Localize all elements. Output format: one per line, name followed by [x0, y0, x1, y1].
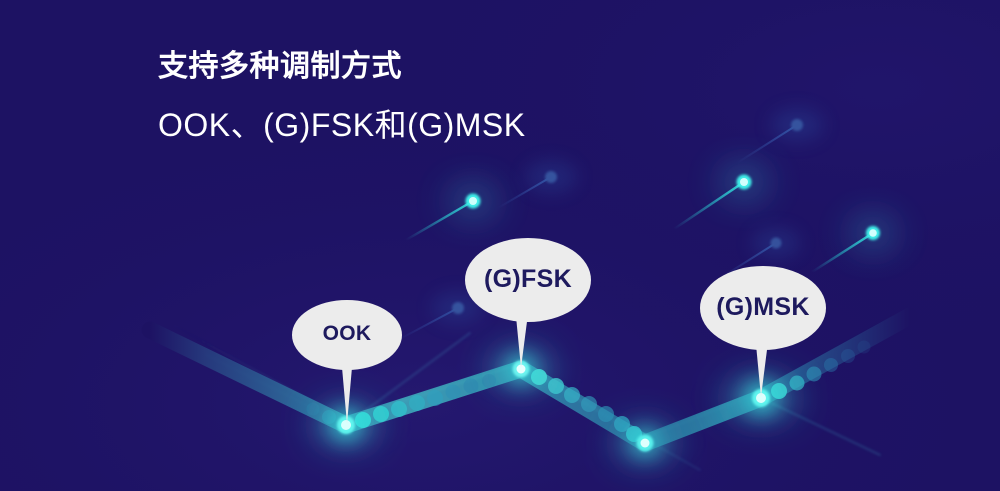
callout-label-gfsk: (G)FSK: [484, 264, 572, 293]
glow-node-gfsk: [477, 340, 565, 398]
waveform-glow-nodes: [300, 340, 813, 471]
comet-streaks: [397, 109, 907, 341]
bubble-tail-ook: [341, 356, 353, 424]
comet-streak-5: [810, 212, 907, 274]
callout-bubble-gfsk[interactable]: (G)FSK: [465, 238, 591, 322]
callout-bubble-ook[interactable]: OOK: [292, 300, 402, 370]
callout-label-gmsk: (G)MSK: [716, 292, 810, 321]
comet-streak-4: [736, 109, 823, 164]
callout-bubble-gmsk[interactable]: (G)MSK: [700, 266, 826, 350]
comet-streak-3: [672, 160, 780, 231]
comet-streak-1: [404, 179, 509, 242]
comet-streak-7: [397, 292, 484, 341]
page-title: 支持多种调制方式: [158, 50, 402, 83]
page-subtitle: OOK、(G)FSK和(G)MSK: [158, 107, 526, 143]
comet-streak-2: [497, 161, 577, 209]
callout-label-ook: OOK: [322, 322, 372, 345]
glow-node-ook: [300, 395, 392, 455]
glow-node-gmsk: [709, 366, 813, 430]
glow-node-valley: [603, 415, 687, 471]
